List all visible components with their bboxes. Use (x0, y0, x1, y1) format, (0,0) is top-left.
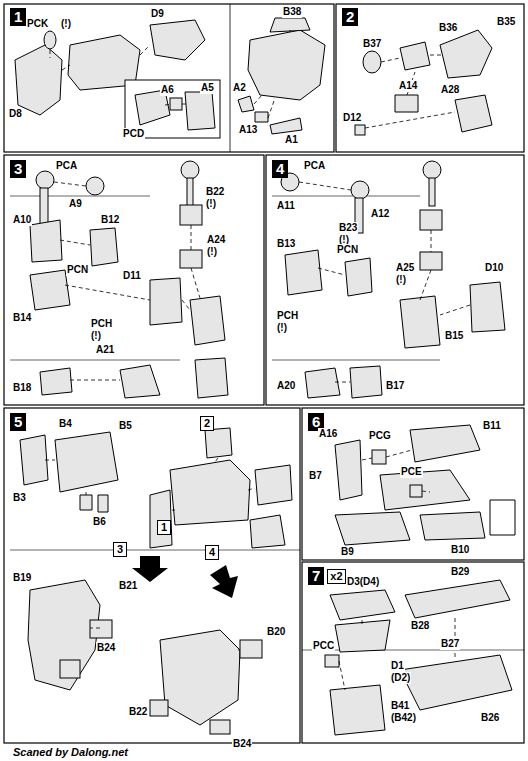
part-label: B35 (496, 16, 516, 28)
part-label: PCH (90, 318, 113, 330)
part-label: (!) (60, 18, 72, 30)
part-label: B19 (12, 572, 32, 584)
part-label: B12 (100, 214, 120, 226)
part-label: B24 (232, 738, 252, 750)
step-label: 1 (157, 520, 171, 535)
step-label: 1 (10, 8, 26, 26)
part-label: B26 (480, 712, 500, 724)
step-label: 3 (113, 542, 127, 557)
part-label: D11 (122, 270, 142, 282)
part-label: B36 (438, 22, 458, 34)
part-label: B37 (362, 38, 382, 50)
step-label: 3 (10, 160, 26, 178)
part-label: (!) (276, 322, 288, 334)
part-label: A16 (318, 428, 338, 440)
part-label: B11 (482, 420, 502, 432)
part-label: D3(D4) (346, 576, 380, 588)
part-label: PCA (55, 160, 78, 172)
part-label: B3 (12, 492, 27, 504)
step-label: 4 (272, 160, 288, 178)
step-label: 5 (10, 413, 26, 431)
part-label: B29 (450, 566, 470, 578)
part-label: A6 (160, 84, 175, 96)
step-number: 3 (10, 160, 27, 178)
part-label: A11 (276, 200, 296, 212)
part-label: B22 (205, 186, 225, 198)
part-label: PCG (368, 430, 392, 442)
part-label: B41 (390, 700, 410, 712)
step-number: 5 (10, 413, 27, 431)
part-label: A25 (395, 262, 415, 274)
step-number: 2 (342, 8, 359, 26)
part-label: A12 (370, 208, 390, 220)
quantity-mark: x2 (327, 569, 345, 584)
subassembly-number: 2 (200, 416, 215, 431)
part-label: B14 (12, 312, 32, 324)
part-label: D1 (390, 660, 405, 672)
part-label: B6 (92, 516, 107, 528)
part-label: A24 (206, 234, 226, 246)
part-label: A9 (68, 198, 83, 210)
part-label: A28 (440, 84, 460, 96)
watermark: Scaned by Dalong.net (12, 746, 129, 758)
part-label: A21 (95, 344, 115, 356)
part-label: D12 (342, 112, 362, 124)
part-label: A14 (398, 80, 418, 92)
part-label: A13 (238, 124, 258, 136)
part-label: B20 (266, 626, 286, 638)
part-label: (B42) (390, 712, 417, 724)
step-label: 2 (200, 416, 214, 431)
step-label: 4 (205, 545, 219, 560)
part-label: (!) (90, 330, 102, 342)
part-label: B15 (444, 330, 464, 342)
step-label: 7 (308, 567, 324, 585)
subassembly-number: 4 (205, 545, 220, 560)
part-label: B27 (440, 638, 460, 650)
subassembly-number: 1 (157, 520, 172, 535)
part-label: B7 (308, 470, 323, 482)
part-label: (D2) (390, 672, 411, 684)
part-label: B10 (450, 544, 470, 556)
part-label: B17 (385, 380, 405, 392)
part-label: A2 (232, 82, 247, 94)
step-number: 7x2 (308, 567, 346, 585)
part-label: PCN (66, 264, 89, 276)
part-label: B13 (276, 238, 296, 250)
part-label: B23 (338, 222, 358, 234)
part-label: B38 (282, 6, 302, 18)
part-label: PCK (26, 18, 49, 30)
part-label: A5 (200, 82, 215, 94)
part-label: A1 (284, 134, 299, 146)
part-label: PCH (276, 310, 299, 322)
part-label: B9 (340, 546, 355, 558)
part-label: B5 (118, 420, 133, 432)
part-label: B18 (12, 382, 32, 394)
part-label: B28 (410, 620, 430, 632)
part-label: PCC (312, 640, 335, 652)
step-number: 4 (272, 160, 289, 178)
part-label: B24 (96, 642, 116, 654)
part-label: B4 (58, 418, 73, 430)
part-label: D9 (150, 8, 165, 20)
part-label: D10 (484, 262, 504, 274)
part-label: (!) (205, 198, 217, 210)
part-label: A20 (276, 380, 296, 392)
part-label: PCE (400, 466, 423, 478)
part-label: PCD (122, 128, 145, 140)
subassembly-number: 3 (113, 542, 128, 557)
part-label: B22 (128, 706, 148, 718)
part-label: A10 (12, 214, 32, 226)
part-label: D8 (8, 108, 23, 120)
step-number: 1 (10, 8, 27, 26)
part-label: (!) (206, 246, 218, 258)
step-label: 2 (342, 8, 358, 26)
part-label: (!) (395, 274, 407, 286)
part-label: PCA (303, 160, 326, 172)
part-label: PCN (336, 244, 359, 256)
part-label: B21 (118, 580, 138, 592)
